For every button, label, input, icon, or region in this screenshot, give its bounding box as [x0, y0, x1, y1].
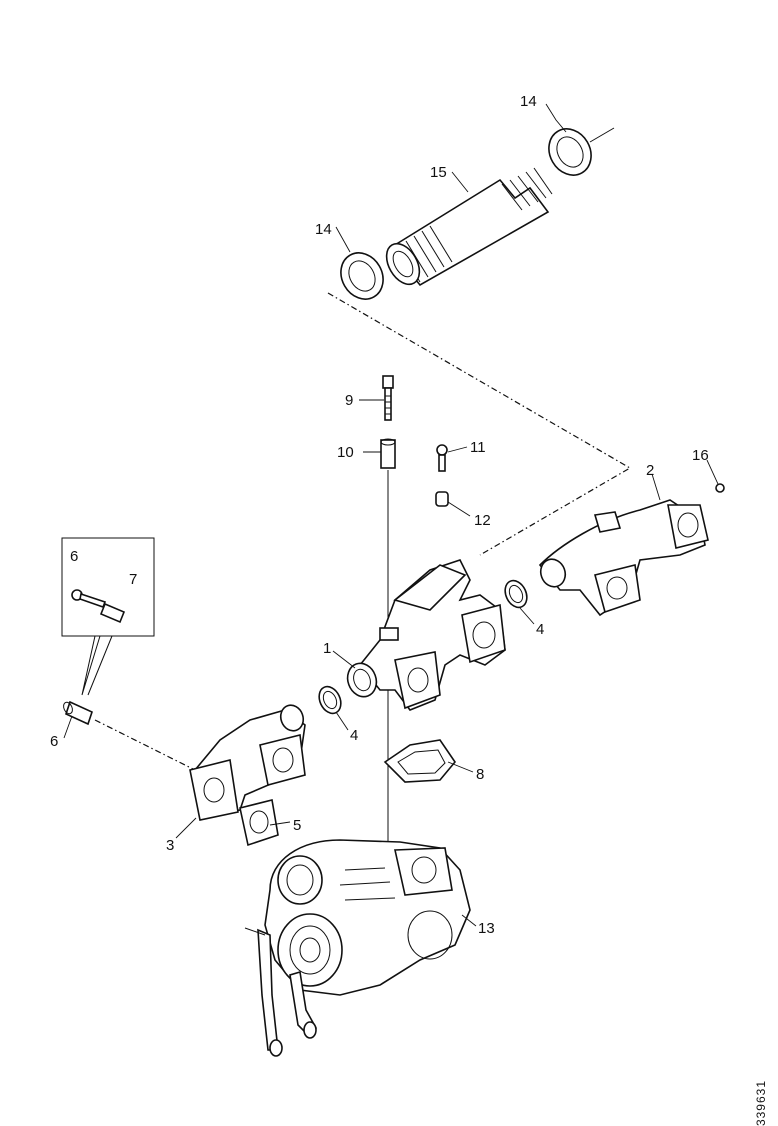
turbocharger	[244, 839, 471, 1057]
flange-gasket-5	[239, 799, 279, 847]
detail-inset	[61, 537, 155, 696]
bolt-9	[382, 375, 394, 421]
callout-16: 16	[692, 447, 709, 464]
callout-6-assembled: 6	[50, 733, 58, 750]
callout-14-upper: 14	[520, 93, 537, 110]
callout-1: 1	[323, 640, 331, 657]
callout-5: 5	[293, 817, 301, 834]
screw-16	[715, 483, 725, 493]
callout-6-inset: 6	[70, 548, 78, 565]
hose-clamp-lower	[340, 252, 384, 300]
callout-14-lower: 14	[315, 221, 332, 238]
manifold-front-section	[189, 704, 306, 821]
leader-lines	[63, 103, 719, 927]
callout-8: 8	[476, 766, 484, 783]
hose-clamp-upper	[548, 127, 615, 176]
gasket-ring-right	[504, 579, 528, 609]
manifold-center-section	[346, 559, 506, 711]
inset-bolt-6	[71, 589, 107, 609]
turbo-gasket-8	[383, 739, 457, 783]
callout-10: 10	[337, 444, 354, 461]
assembly-line-hose	[327, 292, 632, 556]
corrugated-hose	[385, 167, 553, 287]
callout-12: 12	[474, 512, 491, 529]
exploded-parts-diagram: 14 15 14 9 10 11 12 2 16 1 4 4 8 5 3 13 …	[50, 93, 725, 1057]
callout-7-inset: 7	[129, 571, 137, 588]
manifold-rear-section	[538, 499, 709, 617]
callout-2: 2	[646, 462, 654, 479]
drawing-reference-number: 339631	[754, 1080, 768, 1126]
callout-4-right: 4	[536, 621, 544, 638]
callout-13: 13	[478, 920, 495, 937]
callout-15: 15	[430, 164, 447, 181]
bolt-6-assembled	[63, 700, 93, 726]
callout-3: 3	[166, 837, 174, 854]
gasket-ring-left	[318, 685, 342, 715]
callout-4-left: 4	[350, 727, 358, 744]
assembly-line-bolt	[94, 719, 196, 771]
callout-9: 9	[345, 392, 353, 409]
washer-12	[435, 491, 449, 507]
bolt-11	[436, 444, 448, 472]
callout-11: 11	[470, 439, 486, 456]
spacer-sleeve-10	[380, 438, 396, 469]
inset-sleeve-7	[99, 602, 126, 624]
